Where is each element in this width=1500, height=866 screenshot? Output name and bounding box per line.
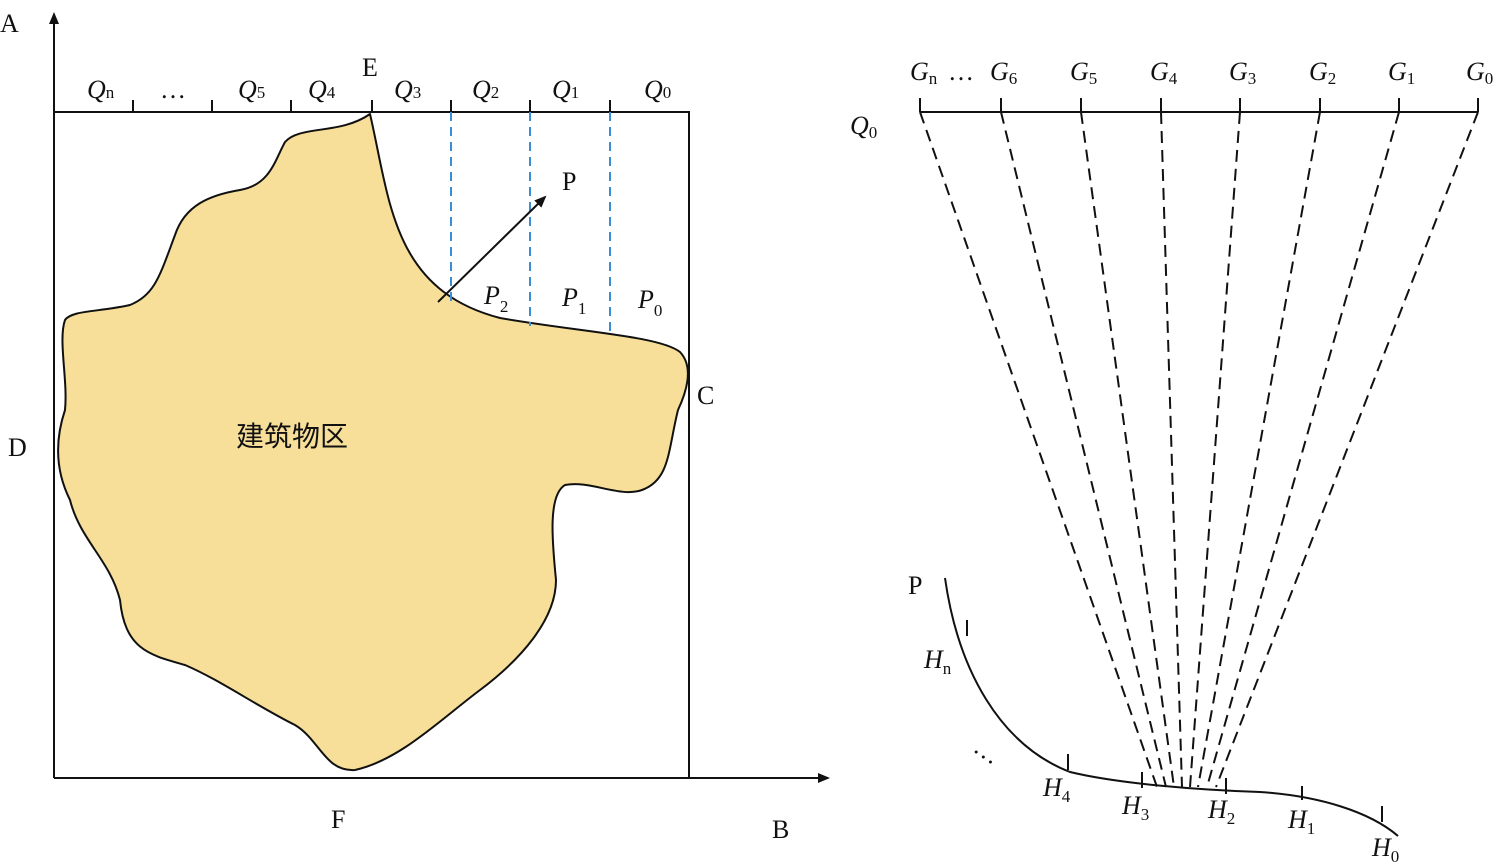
point-label-g5: G5 [1070,57,1097,88]
segment-label-q5: Q5 [238,75,265,104]
point-label-g1: G1 [1388,57,1415,88]
segment-label-q1: Q1 [552,75,579,104]
vertex-label-e: E [362,53,378,82]
boundary-frame [54,111,690,778]
building-region [57,113,689,772]
point-label-hn: Hn [923,645,952,678]
segment-label-q3: Q3 [394,75,421,104]
connection-line-g4 [1160,111,1183,788]
point-label-h3: H3 [1121,791,1149,824]
g-point-labels: Gn … G6 G5 G4 G3 G2 G1 G0 [910,57,1493,88]
h-point-labels: Hn … H4 H3 H2 H1 H0 [923,645,1399,866]
connection-line-g1 [1206,111,1400,788]
segment-label-p1: P1 [561,283,586,318]
segment-label-q2: Q2 [472,75,499,104]
connection-line-g5 [1080,111,1175,788]
g-point-ticks [919,98,1479,112]
segment-label-q0: Q0 [644,75,671,104]
direction-label-p: P [562,167,576,196]
vertex-label-c: C [697,381,714,410]
axis-label-a: A [0,9,19,38]
axis-label-b: B [772,815,789,844]
point-label-g0: G0 [1466,57,1493,88]
h-point-ticks [966,620,1383,822]
point-label-h1: H1 [1287,805,1315,838]
connection-line-g6 [1000,111,1167,788]
point-label-h0: H0 [1371,833,1399,866]
boundary-curve-p [944,577,1399,837]
point-label-h4: H4 [1042,773,1071,806]
left-panel: A B E C D F P 建筑物区 Qn … Q5 Q4 Q3 Q2 Q1 Q… [0,9,830,844]
point-label-g2: G2 [1309,57,1336,88]
connection-line-g3 [1189,111,1241,788]
point-label-g3: G3 [1229,57,1256,88]
point-label-g6: G6 [990,57,1017,88]
p-segment-labels: P2 P1 P0 [483,281,662,320]
point-label-h2: H2 [1207,795,1235,828]
vertex-label-f: F [331,805,345,834]
point-label-g4: G4 [1150,57,1178,88]
point-label-g-ellipsis: … [948,57,974,86]
segment-label-p2: P2 [483,281,508,316]
vertex-label-d: D [8,433,27,462]
segment-label-p0: P0 [637,285,662,320]
segment-label-ellipsis: … [160,75,186,104]
connection-line-g2 [1197,111,1321,788]
top-segment-labels: Qn … Q5 Q4 Q3 Q2 Q1 Q0 [87,75,671,104]
connection-line-gn [919,111,1158,788]
top-segment-ticks [132,100,611,112]
segment-label-q4: Q4 [308,75,336,104]
connection-line-g0 [1215,111,1479,788]
segment-label-qn: Qn [87,75,115,104]
right-panel: Q0 P Gn … G6 G5 G4 G3 G2 G1 G0 Hn … H4 H… [850,57,1493,866]
direction-arrow [437,195,547,303]
curve-label-p: P [908,571,922,600]
line-label-q0: Q0 [850,111,877,142]
point-label-h-ellipsis: … [969,732,1007,771]
building-region-label: 建筑物区 [236,420,348,453]
point-label-gn: Gn [910,57,938,88]
connection-lines [919,111,1479,788]
